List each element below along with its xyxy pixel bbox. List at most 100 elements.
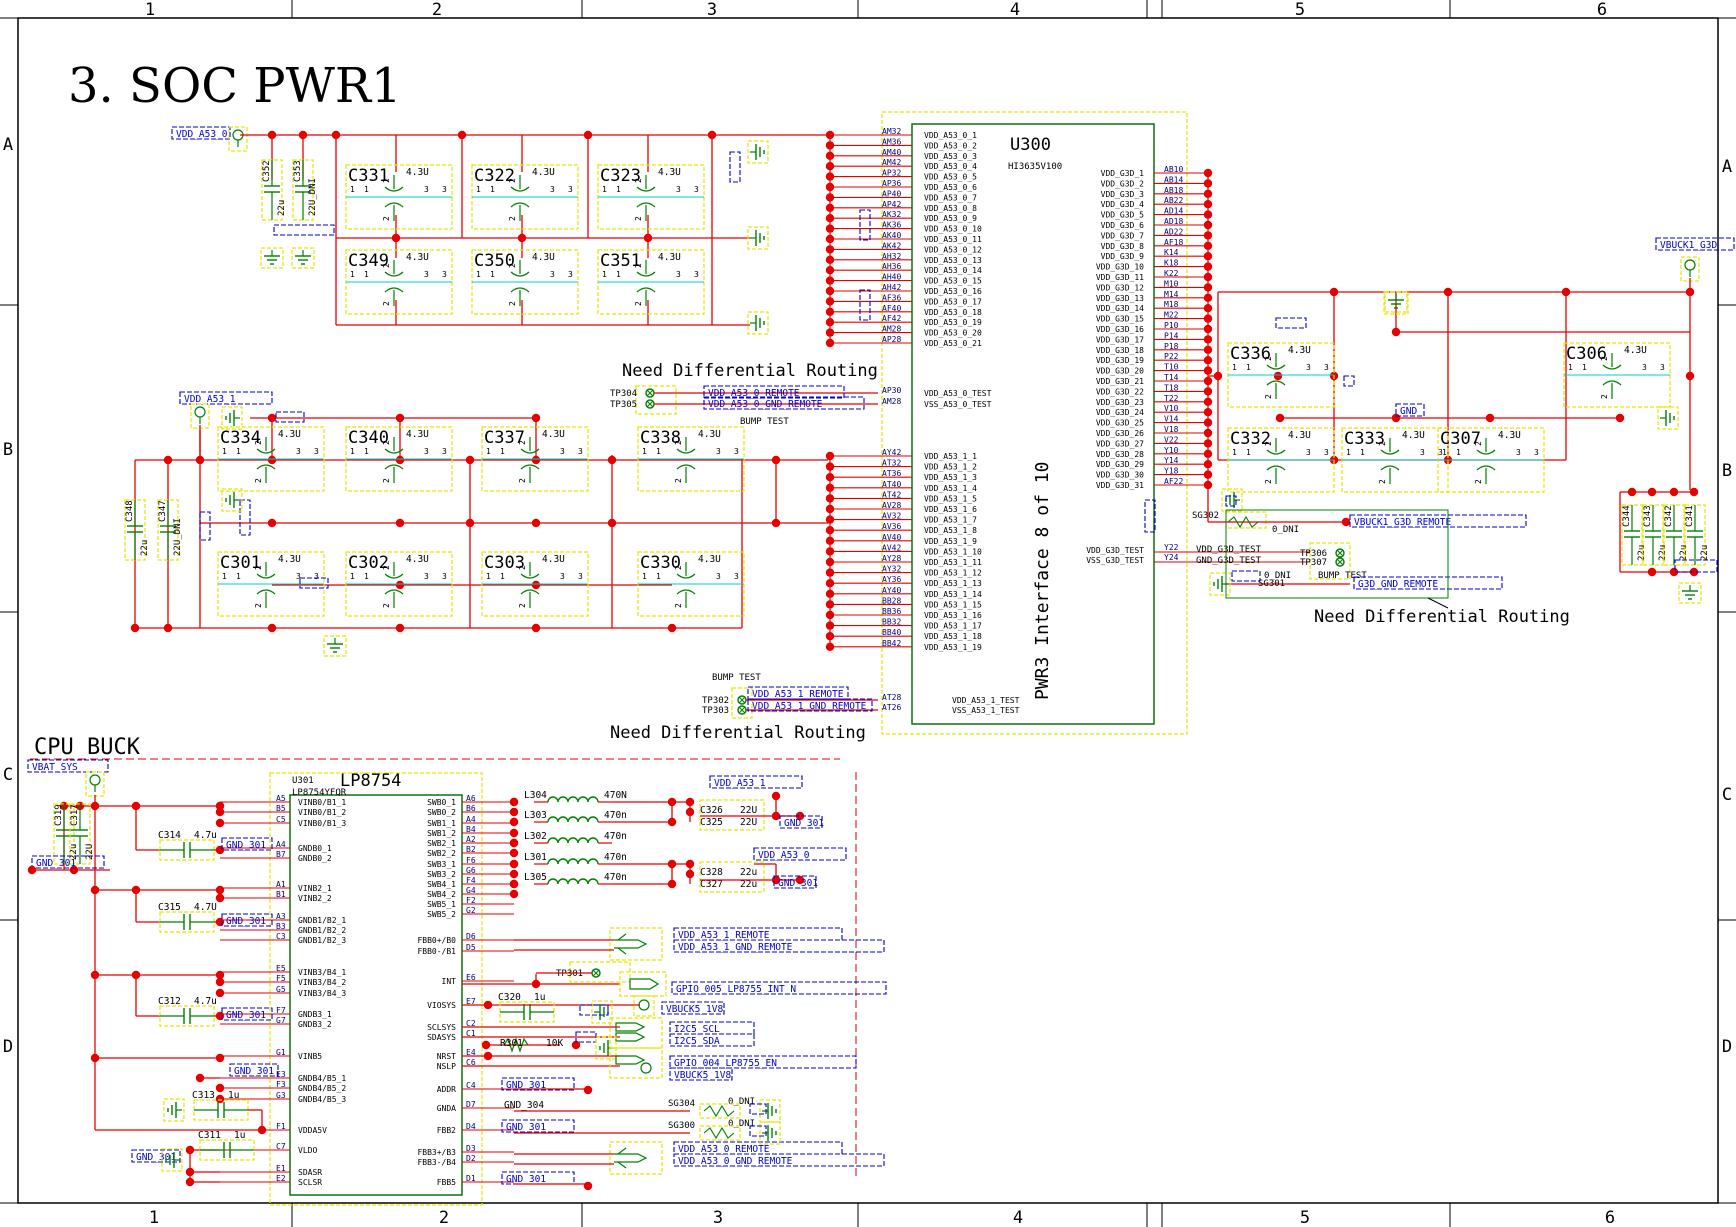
pin-number: 2 — [1474, 479, 1483, 484]
net-box — [859, 209, 871, 241]
junction-dot — [215, 885, 225, 895]
net-box — [671, 981, 887, 995]
highlight-box — [221, 406, 243, 430]
pin-number: F6 — [466, 856, 476, 865]
pin-name: VDD_A53_0_15 — [924, 277, 982, 286]
junction-dot — [1485, 413, 1495, 423]
highlight-box — [1657, 406, 1679, 430]
pin-number: 2 — [1264, 394, 1273, 399]
pin-number: E3 — [276, 1070, 286, 1079]
inductor-ref: L302 — [524, 831, 547, 842]
junction-dot — [531, 413, 541, 423]
junction-dot — [27, 865, 37, 875]
net-label: VDD_A53_0 — [176, 129, 228, 140]
pin-name: VDD_G3D_5 — [1101, 211, 1145, 220]
highlight-box — [221, 488, 243, 512]
pin-name: NRST — [437, 1052, 456, 1061]
pin-number: AB22 — [1164, 196, 1183, 205]
net-label: VDD_A53_1_GND_REMOTE — [752, 701, 867, 712]
ground-symbol — [747, 140, 769, 164]
pin-number: 3 — [442, 447, 447, 456]
capacitor-ref: C352 — [262, 160, 272, 182]
ground-symbol — [291, 247, 315, 269]
net-label: GND_301 — [234, 1066, 274, 1077]
net-label: VBUCK1_G3D_REMOTE — [1354, 517, 1452, 528]
pin-number: AP30 — [882, 386, 901, 395]
pin-name: VDD_A53_0_14 — [924, 266, 982, 275]
column-ref: 5 — [1300, 1208, 1310, 1227]
highlight-box — [747, 140, 769, 164]
junction-dot — [215, 845, 225, 855]
pin-name: VDD_G3D_10 — [1096, 263, 1144, 272]
pin-name: VDD_G3D_18 — [1096, 346, 1144, 355]
junction-dot — [1647, 567, 1657, 577]
pin-number: E2 — [276, 1174, 286, 1183]
pin-number: C3 — [276, 932, 286, 941]
pin-number: 3 — [1306, 448, 1311, 457]
pin-number: 1 — [364, 572, 369, 581]
pin-number: A1 — [276, 880, 286, 889]
testpoint-ref: TP303 — [702, 706, 729, 716]
junction-dot — [531, 623, 541, 633]
junction-dot — [667, 797, 677, 807]
inductor-value: 470n — [604, 872, 627, 883]
pin-name: SWB5_1 — [427, 900, 456, 909]
capacitor-ref: C342 — [1664, 505, 1674, 527]
pin-number: V22 — [1164, 435, 1179, 444]
net-box — [179, 391, 273, 405]
capacitor-value: 4.3U — [1624, 345, 1647, 356]
capacitor-ref: C320 — [498, 992, 521, 1003]
junction-dot — [509, 848, 519, 858]
pin-name: VDD_A53_1_15 — [924, 600, 982, 609]
capacitor-value: 4.7u — [194, 996, 217, 1007]
capacitor-value: 1u — [534, 992, 545, 1003]
pin-number: 2 — [254, 603, 263, 608]
pin-number: AV42 — [882, 543, 901, 552]
u301-partnum: LP8754YFQR — [292, 788, 347, 798]
pin-name: SDASR — [298, 1168, 322, 1177]
pin-name: VDD_A53_1_17 — [924, 622, 982, 631]
pin-name: VSS_A53_0_TEST — [924, 400, 992, 409]
pin-number: 1 — [656, 572, 661, 581]
pin-number: E6 — [466, 973, 476, 982]
u301-ref: U301 — [292, 776, 314, 786]
pin-name: VDD_A53_0_1 — [924, 131, 977, 140]
pin-name: VDD_G3D_TEST — [1086, 546, 1144, 555]
pin-name: SWB4_1 — [427, 880, 456, 889]
capacitor-value: 22u — [1637, 545, 1647, 561]
pin-name: VDD_G3D_22 — [1096, 387, 1144, 396]
capacitor-value: 22u — [140, 540, 150, 556]
ground-symbol — [1209, 572, 1231, 596]
pin-number: AV40 — [882, 533, 901, 542]
pin-number: AY32 — [882, 565, 901, 574]
net-box — [501, 1077, 575, 1091]
net-box — [669, 1067, 733, 1081]
pin-number: 2 — [508, 216, 517, 221]
pin-number: 3 — [424, 185, 429, 194]
u301-part: LP8754 — [340, 771, 401, 791]
pin-number: 3 — [694, 185, 699, 194]
pin-name: VDD_A53_1_6 — [924, 505, 977, 514]
pin-number: AK42 — [882, 241, 901, 250]
pin-number: 3 — [716, 447, 721, 456]
inductor-value: 470n — [604, 810, 627, 821]
pin-name: SWB2_1 — [427, 839, 456, 848]
pin-number: AK36 — [882, 221, 901, 230]
pin-number: 2 — [634, 263, 643, 268]
capacitor-ref: C317 — [70, 804, 80, 826]
pin-name: SWB1_1 — [427, 819, 456, 828]
pin-name: VDD_A53_0_21 — [924, 339, 982, 348]
capacitor-ref: C347 — [158, 500, 168, 522]
pin-number: T10 — [1164, 363, 1179, 372]
junction-dot — [130, 623, 140, 633]
pin-number: E1 — [276, 1164, 286, 1173]
junction-dot — [509, 869, 519, 879]
net-label: VDD_A53_0_GND_REMOTE — [678, 1156, 793, 1167]
pin-name: VDD_A53_0_2 — [924, 141, 977, 150]
junction-dot — [667, 817, 677, 827]
net-box — [753, 847, 847, 861]
need-diff-label-1: Need Differential Routing — [622, 361, 878, 381]
